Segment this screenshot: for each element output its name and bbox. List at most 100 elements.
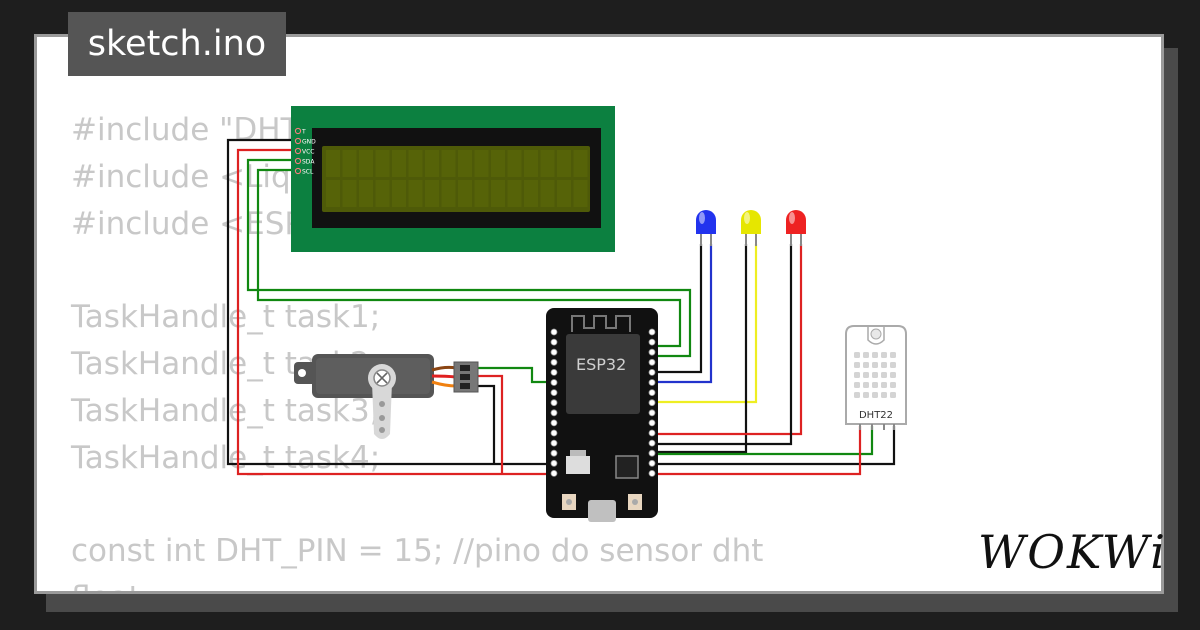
dht22-grille-hole xyxy=(890,392,896,398)
dht22-grille-hole xyxy=(881,362,887,368)
esp32-pin xyxy=(550,348,558,356)
dht22-pins xyxy=(859,424,895,430)
wire-servo-gnd xyxy=(478,384,496,464)
esp32-pins-left xyxy=(550,328,558,477)
lcd-char-cell xyxy=(557,150,571,177)
dht22-sensor[interactable]: DHT22 xyxy=(845,325,907,430)
esp32-pin xyxy=(648,429,656,437)
esp32-pin xyxy=(550,429,558,437)
esp32-pin xyxy=(550,358,558,366)
lcd-pin-label: VCC xyxy=(302,149,314,156)
lcd-char-cell xyxy=(326,180,340,207)
esp32-pin xyxy=(648,358,656,366)
esp32-pin xyxy=(648,409,656,417)
lcd-char-cell xyxy=(392,150,406,177)
led-yellow[interactable] xyxy=(741,210,761,246)
lcd-pin xyxy=(294,127,302,135)
lcd-char-cell xyxy=(342,150,357,177)
servo-cable-brown xyxy=(431,365,457,372)
esp32-pin xyxy=(648,328,656,336)
lcd-char-cell xyxy=(408,180,423,207)
boot-button-cap xyxy=(632,499,638,505)
esp32-pin xyxy=(550,409,558,417)
led-red[interactable] xyxy=(786,210,806,246)
servo-connector-pin xyxy=(460,374,470,380)
lcd-char-cell xyxy=(375,180,390,207)
esp32-pin xyxy=(550,328,558,336)
esp32-pin xyxy=(550,389,558,397)
esp32-pin xyxy=(550,469,558,477)
lcd-char-cell xyxy=(392,180,406,207)
led-red-body xyxy=(786,210,806,234)
lcd-char-cell xyxy=(458,180,472,207)
lcd-char-cell xyxy=(408,150,423,177)
wires xyxy=(226,138,896,476)
lcd-char-cell xyxy=(359,180,373,207)
regulator-tab xyxy=(570,450,586,456)
wokwi-logo: WOKWi xyxy=(978,525,1167,579)
lcd-char-cell xyxy=(491,180,505,207)
wire-yellow-led-cathode xyxy=(654,244,748,454)
dht22-grille-hole xyxy=(863,392,869,398)
lcd-char-cell xyxy=(458,150,472,177)
dht22-grille-hole xyxy=(863,352,869,358)
lcd-char-cell xyxy=(507,180,522,207)
servo-connector-pin xyxy=(460,383,470,389)
lcd-char-cell xyxy=(441,150,456,177)
lcd-char-cell xyxy=(342,180,357,207)
esp32-pin xyxy=(550,399,558,407)
lcd-char-cell xyxy=(474,180,489,207)
lcd-char-cell xyxy=(326,150,340,177)
led-blue[interactable] xyxy=(696,210,716,246)
led-red-leg xyxy=(790,234,802,246)
esp32-pin xyxy=(648,439,656,447)
esp32-label: ESP32 xyxy=(576,355,626,374)
servo-horn-hole xyxy=(379,427,385,433)
lcd-char-cell xyxy=(491,150,505,177)
dht22-top-cutout xyxy=(867,326,885,345)
dht22-grille-hole xyxy=(872,362,878,368)
led-yellow-leg xyxy=(745,234,757,246)
lcd-char-cell xyxy=(557,180,571,207)
servo-motor[interactable] xyxy=(294,354,479,439)
dht22-mount-hole xyxy=(870,328,882,340)
esp32-pin xyxy=(648,338,656,346)
lcd-char-cell xyxy=(573,150,588,177)
esp32-board[interactable]: ESP32 xyxy=(546,308,658,522)
wire-dht-vcc xyxy=(654,426,862,476)
dht22-grille-hole xyxy=(872,382,878,388)
dht22-grille-hole xyxy=(890,352,896,358)
led-blue-body xyxy=(696,210,716,234)
dht22-grille-hole xyxy=(881,352,887,358)
esp32-pin xyxy=(550,449,558,457)
dht22-grille-hole xyxy=(863,362,869,368)
led-blue-highlight xyxy=(699,212,705,224)
file-tab[interactable]: sketch.ino xyxy=(68,12,286,76)
dht22-grille-hole xyxy=(863,372,869,378)
esp32-pin xyxy=(648,368,656,376)
esp32-pin xyxy=(648,389,656,397)
lcd-char-cell xyxy=(524,150,538,177)
esp32-pin xyxy=(648,419,656,427)
led-red-highlight xyxy=(789,212,795,224)
wire-lcd-sda xyxy=(246,158,692,358)
wire-blue-led-cathode xyxy=(654,244,703,374)
led-yellow-body xyxy=(741,210,761,234)
wire-dht-gnd xyxy=(654,426,896,466)
lcd-char-cell xyxy=(507,150,522,177)
esp32-pin xyxy=(648,399,656,407)
lcd-char-cell xyxy=(441,180,456,207)
esp32-pin xyxy=(550,419,558,427)
wire-dht-data xyxy=(654,426,874,456)
esp32-pin xyxy=(648,459,656,467)
esp32-antenna xyxy=(571,315,631,332)
dht22-grille xyxy=(854,352,896,398)
lcd-char-cell xyxy=(524,180,538,207)
dht22-label: DHT22 xyxy=(859,410,893,421)
dht22-grille-hole xyxy=(890,372,896,378)
esp32-pin xyxy=(550,379,558,386)
voltage-regulator xyxy=(566,456,590,474)
esp32-pin xyxy=(550,368,558,376)
lcd-char-cell xyxy=(540,180,555,207)
